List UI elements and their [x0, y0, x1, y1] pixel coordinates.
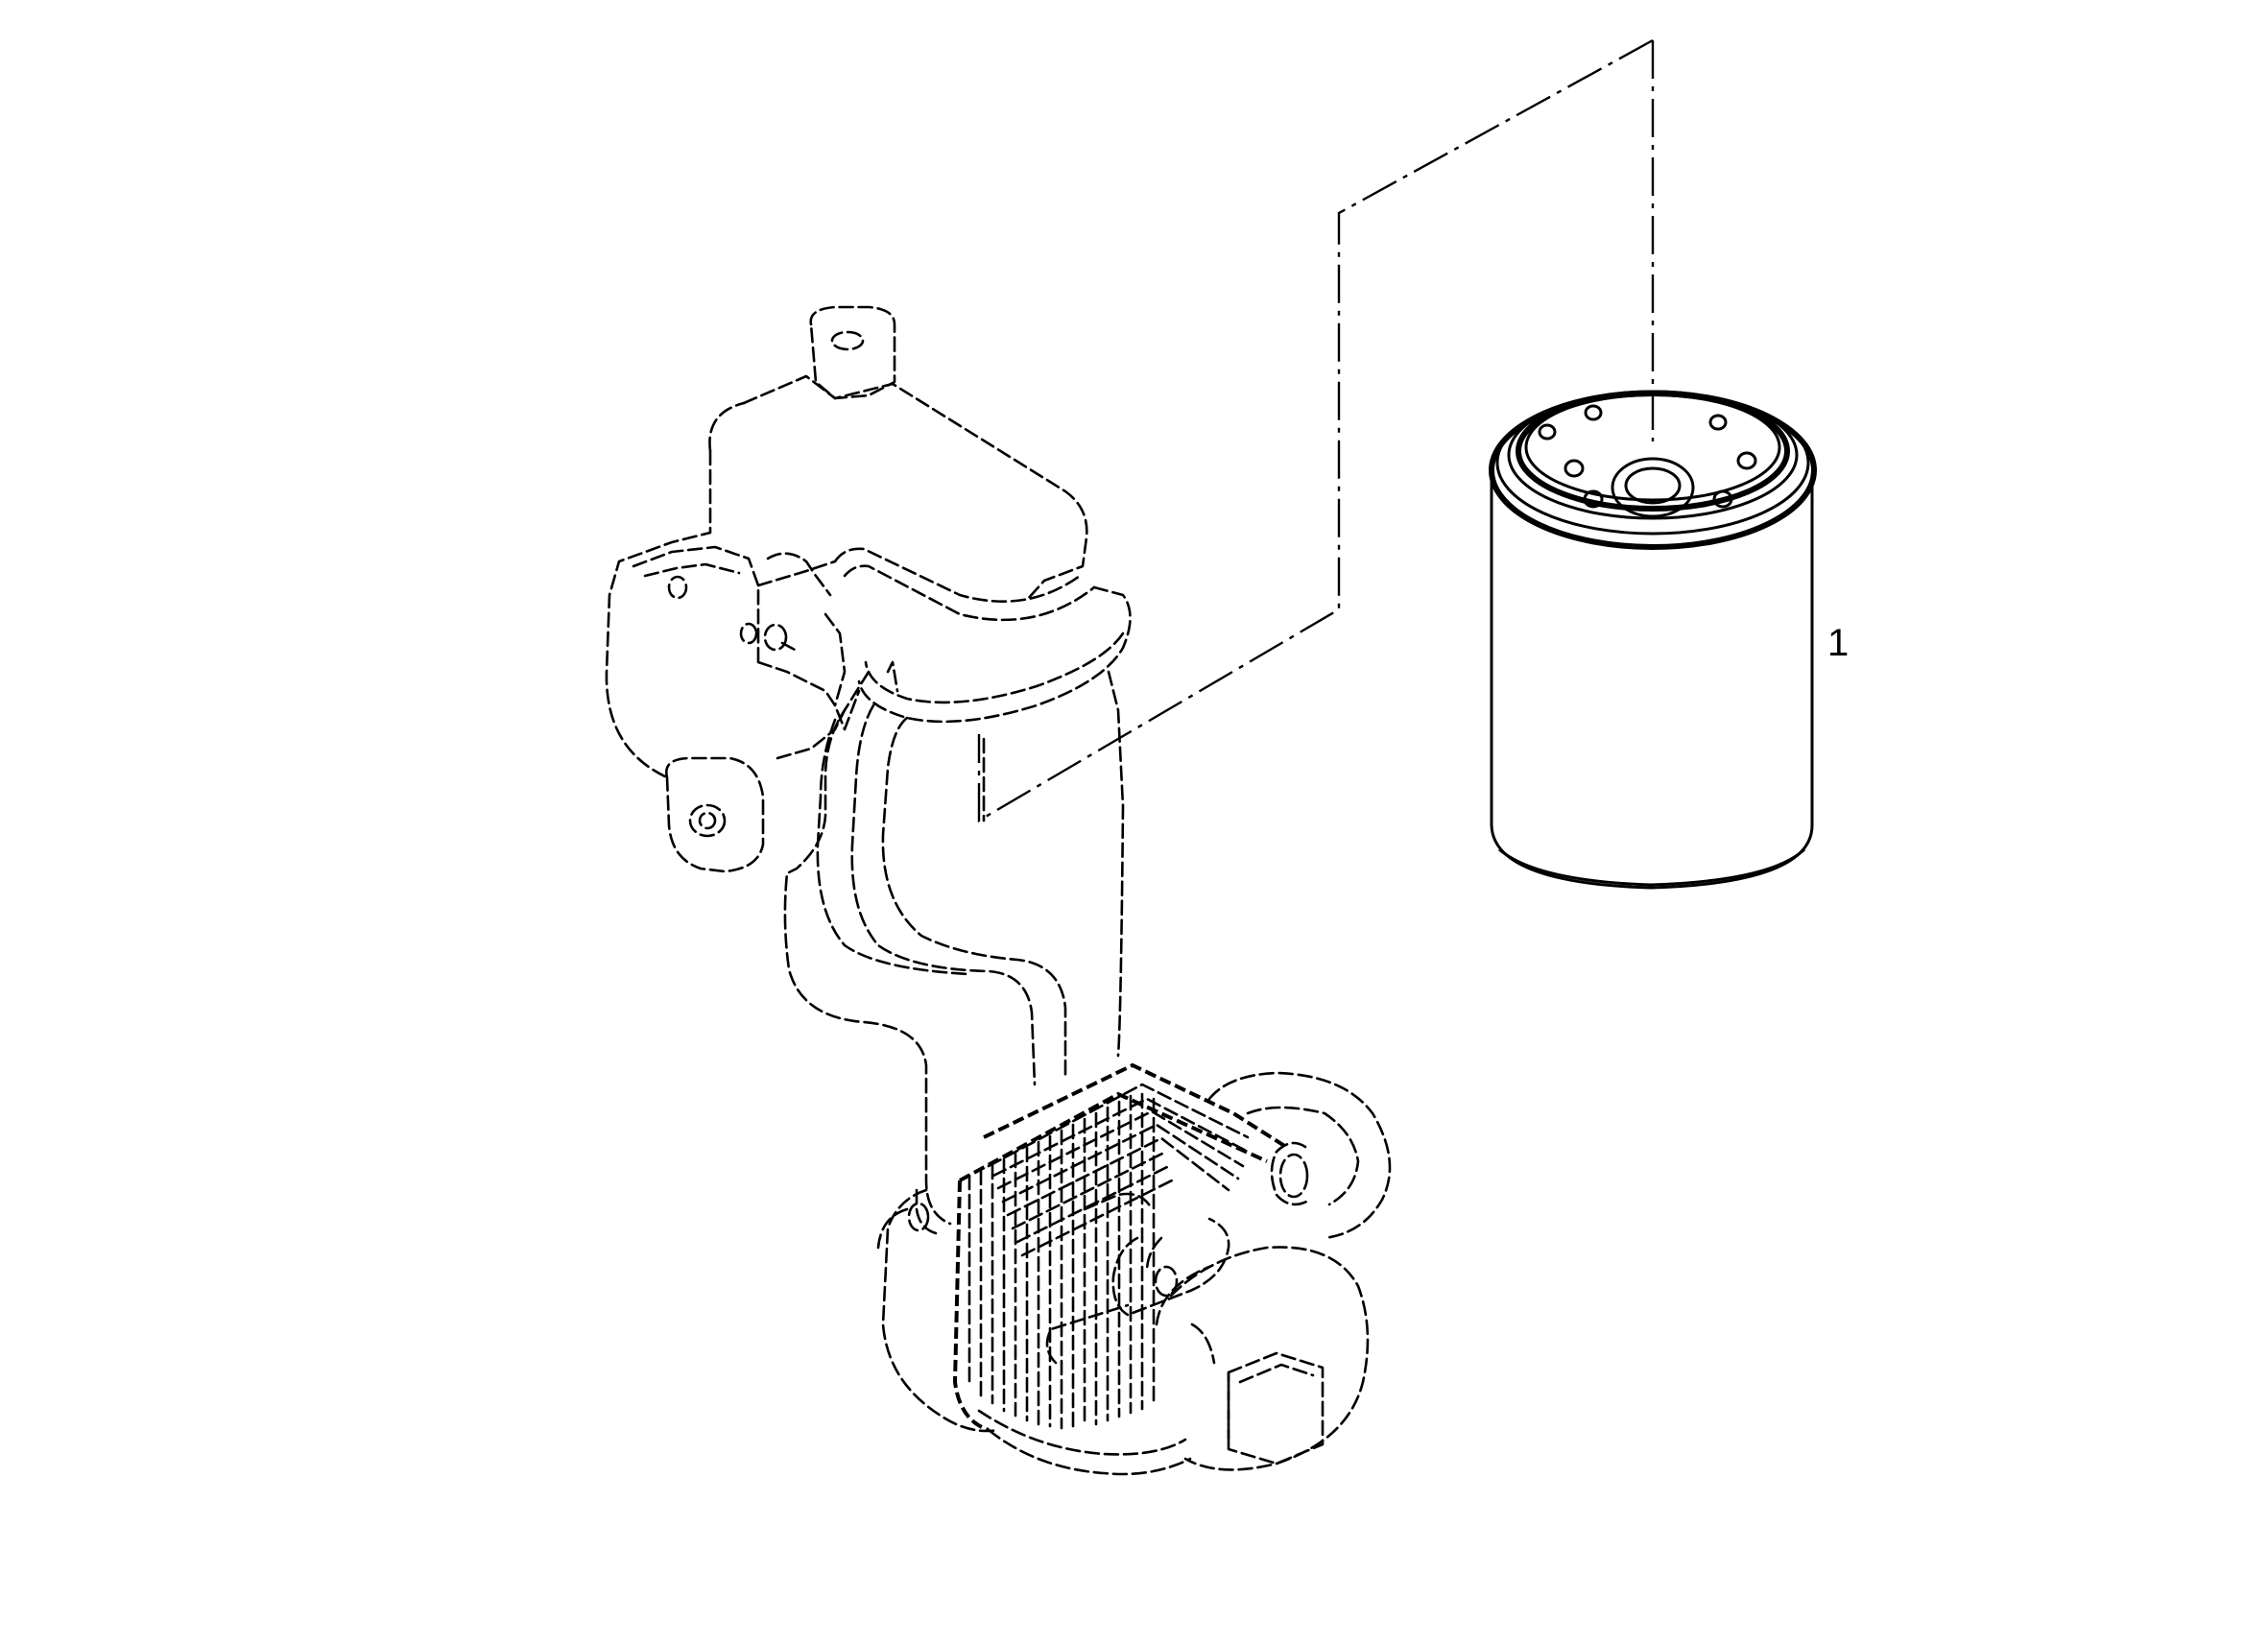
callout-label-1: 1: [1827, 622, 1850, 664]
filter-head-ghost: [605, 305, 1132, 873]
oil-cooler-ghost: [876, 1062, 1392, 1476]
oil-line-ghost: [783, 670, 1125, 1235]
oil-filter[interactable]: [1489, 390, 1817, 890]
assembly-leader-line: [977, 38, 1655, 823]
